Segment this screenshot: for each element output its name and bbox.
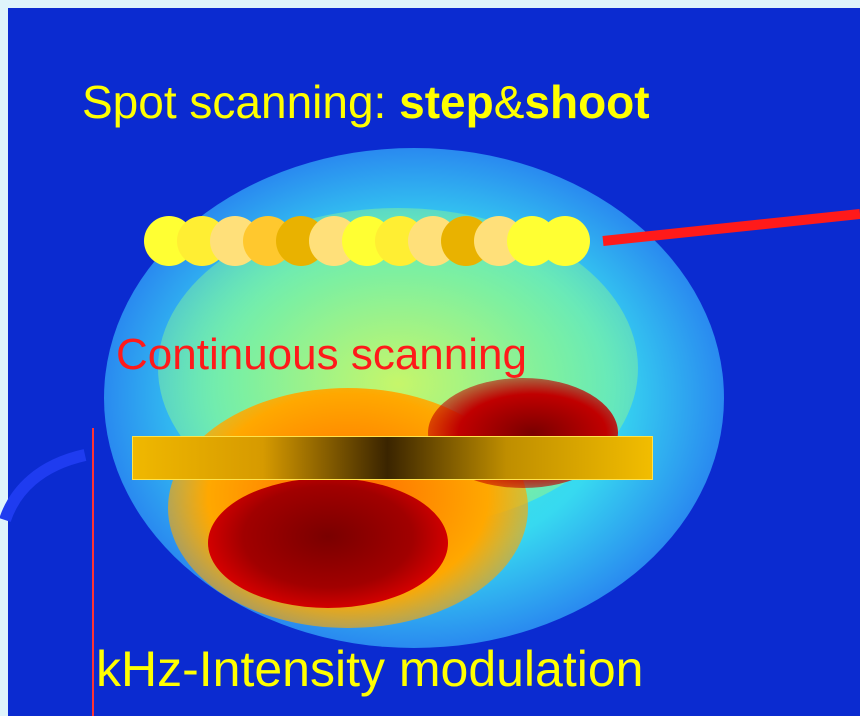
continuous-scanning-label: Continuous scanning	[116, 330, 527, 379]
title-prefix: Spot scanning:	[82, 76, 400, 128]
heatmap-red-core	[208, 478, 448, 608]
continuous-scan-bar	[132, 436, 653, 480]
step-and-shoot-title: Spot scanning: step&shoot	[82, 75, 650, 129]
pointer-line	[602, 209, 860, 246]
intensity-modulation-label: kHz-Intensity modulation	[96, 641, 644, 697]
title-bold-step: step	[399, 76, 494, 128]
scan-spot	[540, 216, 590, 266]
title-bold-shoot: shoot	[524, 76, 650, 128]
dose-heatmap	[8, 8, 860, 716]
title-ampersand: &	[493, 76, 525, 128]
blue-arc	[0, 449, 87, 523]
